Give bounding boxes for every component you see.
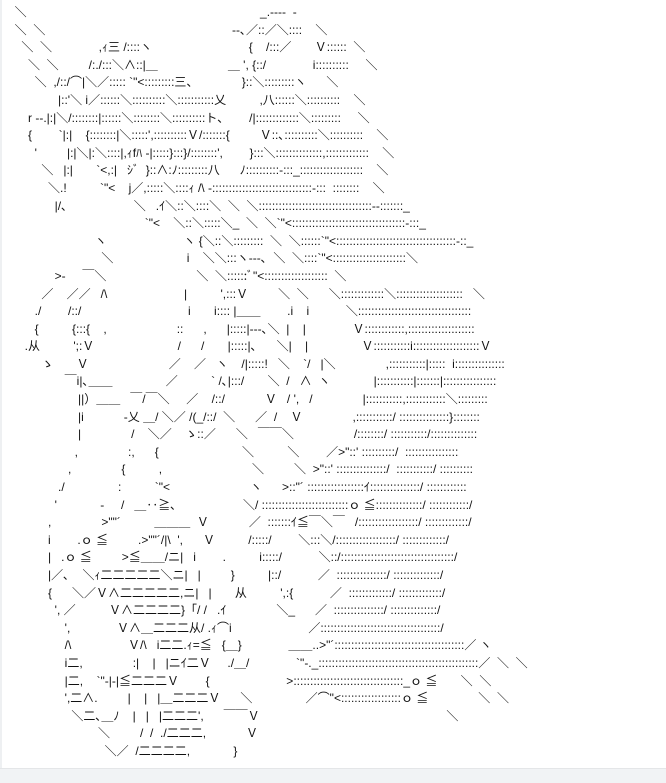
art-line: |i ‐乂 ＿/ ＼／ /(_/::/ ＼ ／ / Ｖ ,:::::::::::… [8,409,480,424]
art-line: ./ /::/ i i:::: |＿＿ .i i ＼::::::::::::::… [8,304,472,319]
art-line: ＼ ＼ ‐‐､／::／＼:::: ＼ [8,22,328,37]
art-line: ＼二､＿ﾉ | | |二二二', ￣￣Ｖ ＼ [8,708,459,723]
art-line: ＼ |:| `<,:| ｼﾞ }::∧:ﾉ:::::::::八 ﾉ:::::::… [8,163,389,178]
art-line: , { , ＼ ＼ >"::' :::::::::::::::/ :::::::… [8,462,473,477]
art-line: { ＼／Ｖ∧二二二二二,ニ| | 从 ',:{ ／ :::::::::::::/… [8,585,446,600]
art-line: ' - / ＿‥≧､ ＼/ ::::::::::::::::::::::::::… [8,497,473,512]
art-line: ' |:|＼|:＼::::|,ｨfﾊ -|:::::}:::}/::::::::… [8,145,395,160]
art-line: |二, `"‐|‐|≦二二二Ｖ { >:::::::::::::::::::::… [8,673,492,688]
art-line: r ‐‐.|:|＼/::::::::|::::::＼::::::::＼:::::… [8,110,370,125]
art-line: |／､ ＼ｨ二二二二二＼ニ| | } |::/ ／ ::::::::::::::… [8,568,444,582]
art-line: >‐ ￣＼ ＼ ＼::::::ﾞ"<::::::::::::::::::: ＼ [8,268,347,283]
art-line: ヽ ヽ {＼::＼::::::::: ＼ ＼::::::`"<:::::::::… [8,233,474,248]
art-line: ', ／ Ｖ∧二二二二}「/ / .ｲ ＼_ ／ :::::::::::::::… [8,603,441,618]
art-line: | .ｏ ≦ >≦＿＿/ニ| i . i:::::/ ＼::/:::::::::… [8,550,458,565]
art-line: |/､ ＼ .ｲ＼::＼::::＼ ＼ ＼:::::::::::::::::::… [8,198,410,213]
art-line: ', Ｖ∧＿二二二从/ .ｨ⌒i ／::::::::::::::::::::::… [8,620,444,635]
bottom-bar [0,768,666,783]
art-line: `"< ＼::＼:::::＼_ ＼ ＼`"<::::::::::::::::::… [8,216,426,231]
art-line: ＼.! `"< j／,:::::＼::::ｨ /\ ‐:::::::::::::… [8,180,385,195]
art-line: ./ : `"< ヽ >::"´ :::::::::::::::::ｲ:::::… [8,480,467,495]
art-line: .从 ';:Ｖ / / |:::::|､ ＼| | Ｖ:::::::::::i:… [8,339,492,354]
art-line: | / ＼／ ゝ::／ ＼ ￣￣＼ /::::::::/ :::::::::::… [8,427,478,442]
art-line: { {:::{ , :: , |:::::|‐‐‐､＼ | | Ｖ:::::::… [8,321,475,336]
art-line: i二, :| | |ニｲ二Ｖ ./＿/ `"‐._:::::::::::::::… [8,655,528,670]
art-line: ／ ／／ /\ | ',:::Ｖ ＼ ＼ ＼:::::::::::::＼::::… [8,286,485,301]
ascii-art: ＼ _.-‐‐‐ - ＼ ＼ ‐‐､／::／＼:::: ＼ ＼ ＼ ,ｨ三 /:… [8,4,528,761]
art-line: ＼ / / ./二二二, Ｖ [8,726,259,741]
art-line: ＼ ＼ ,ｨ三 /::::ヽ { /:::／ Ｖ:::::: ＼ [8,40,366,55]
art-line: /\ Ｖ/\ i二二.ｨ=≦ {＿} ＿＿..>"´::::::::::::::… [8,638,492,653]
art-line: ゝ Ｖ ／ ／ ヽ /|:::::! ＼ `/ |＼ ,:::::::::::|… [8,356,505,371]
art-line: ',二∧. | | |＿二二二Ｖ ＼ ／⌒"<:::::::::::::::::… [8,691,509,706]
art-line: ＼ _.-‐‐‐ - [8,5,297,19]
art-line: |::'＼ i／::::::＼::::::::::＼:::::::::::乂 ,… [8,92,366,107]
art-line: { `|:| {::::::::|＼:::::',::::::::::Ｖ/:::… [8,128,389,143]
art-line: , >""´ ＿＿＿ Ｖ ／ :::::::ｲ≦￣＼￣ /:::::::::::… [8,515,472,530]
art-line: ＼／ /二二二二, } [8,743,238,758]
art-line: ＼ ＼ /:./:::＼∧::|＿ ＿ ', {::/ i:::::::::: … [8,57,378,72]
art-line: , :, { ＼ ＼ ／>"::' ::::::::::/ ::::::::::… [8,444,459,459]
art-line: ＼ ,/::/⌒|＼／::::: `"<:::::::::三、 }::＼::::… [8,75,339,90]
art-line: ＼ i ＼＼:::ヽ‐‐‐､ ＼ ＼::::`"<:::::::::::::::… [8,251,418,266]
art-line: ￣i|､＿＿ ／ ` /､|:::/ ＼ / ∧ ヽ |:::::::::::|… [8,374,497,389]
art-line: ||）＿＿ ￣/￣＼ ／ /::/ Ｖ / ', / |:::::::::::,… [8,392,488,407]
art-line: i .ｏ ≦ .>""´/|\ ', Ｖ /:::::/ ＼:::＼/:::::… [8,532,450,547]
